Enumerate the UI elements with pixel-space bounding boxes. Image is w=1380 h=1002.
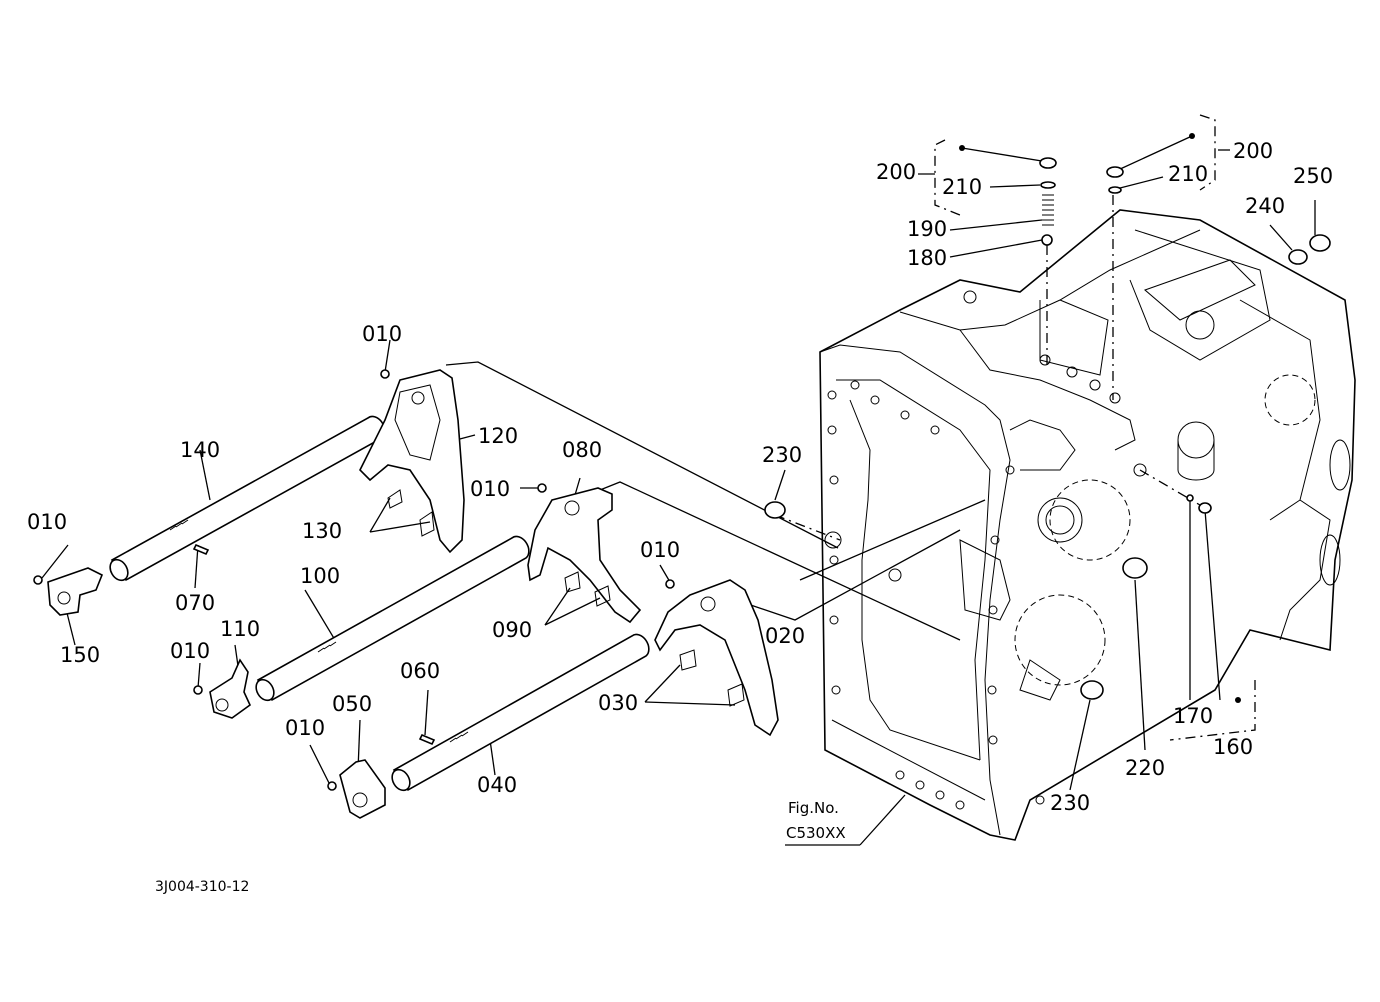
transmission-case bbox=[819, 209, 1356, 841]
label-080: 080 bbox=[562, 438, 602, 462]
label-060: 060 bbox=[400, 659, 440, 683]
shaft-040 bbox=[391, 633, 650, 792]
label-040: 040 bbox=[477, 773, 517, 797]
label-070: 070 bbox=[175, 591, 215, 615]
label-240: 240 bbox=[1245, 194, 1285, 218]
shaft-140 bbox=[109, 415, 386, 582]
drawing-code: 3J004-310-12 bbox=[155, 879, 249, 895]
fig-no-value: C530XX bbox=[786, 824, 846, 842]
label-250: 250 bbox=[1293, 164, 1333, 188]
label-020: 020 bbox=[765, 624, 805, 648]
fork-020 bbox=[654, 579, 779, 737]
fork-080 bbox=[527, 487, 642, 624]
fig-no-label: Fig.No. bbox=[788, 799, 839, 817]
label-010: 010 bbox=[170, 639, 210, 663]
label-230: 230 bbox=[1050, 791, 1090, 815]
label-110: 110 bbox=[220, 617, 260, 641]
bracket-050 bbox=[339, 759, 386, 819]
label-010: 010 bbox=[470, 477, 510, 501]
label-200: 200 bbox=[1233, 139, 1273, 163]
label-120: 120 bbox=[478, 424, 518, 448]
label-010: 010 bbox=[285, 716, 325, 740]
label-160: 160 bbox=[1213, 735, 1253, 759]
label-180: 180 bbox=[907, 246, 947, 270]
label-150: 150 bbox=[60, 643, 100, 667]
label-090: 090 bbox=[492, 618, 532, 642]
label-230: 230 bbox=[762, 443, 802, 467]
shaft-100 bbox=[255, 535, 530, 702]
label-170: 170 bbox=[1173, 704, 1213, 728]
label-200: 200 bbox=[876, 160, 916, 184]
case-holes bbox=[824, 290, 1147, 810]
figure-reference: Fig.No. C530XX bbox=[786, 799, 846, 842]
label-010: 010 bbox=[362, 322, 402, 346]
small-parts bbox=[33, 157, 1331, 791]
label-050: 050 bbox=[332, 692, 372, 716]
bracket-150 bbox=[47, 567, 104, 616]
part-labels: 010 010 010 010 010 010 020 030 040 050 … bbox=[27, 139, 1333, 815]
label-100: 100 bbox=[300, 564, 340, 588]
label-030: 030 bbox=[598, 691, 638, 715]
fork-120 bbox=[359, 369, 465, 554]
label-220: 220 bbox=[1125, 756, 1165, 780]
label-210: 210 bbox=[942, 175, 982, 199]
label-190: 190 bbox=[907, 217, 947, 241]
label-010: 010 bbox=[27, 510, 67, 534]
bracket-110 bbox=[209, 658, 252, 719]
label-130: 130 bbox=[302, 519, 342, 543]
label-140: 140 bbox=[180, 438, 220, 462]
leader-lines bbox=[41, 114, 1316, 846]
label-010: 010 bbox=[640, 538, 680, 562]
label-210: 210 bbox=[1168, 162, 1208, 186]
